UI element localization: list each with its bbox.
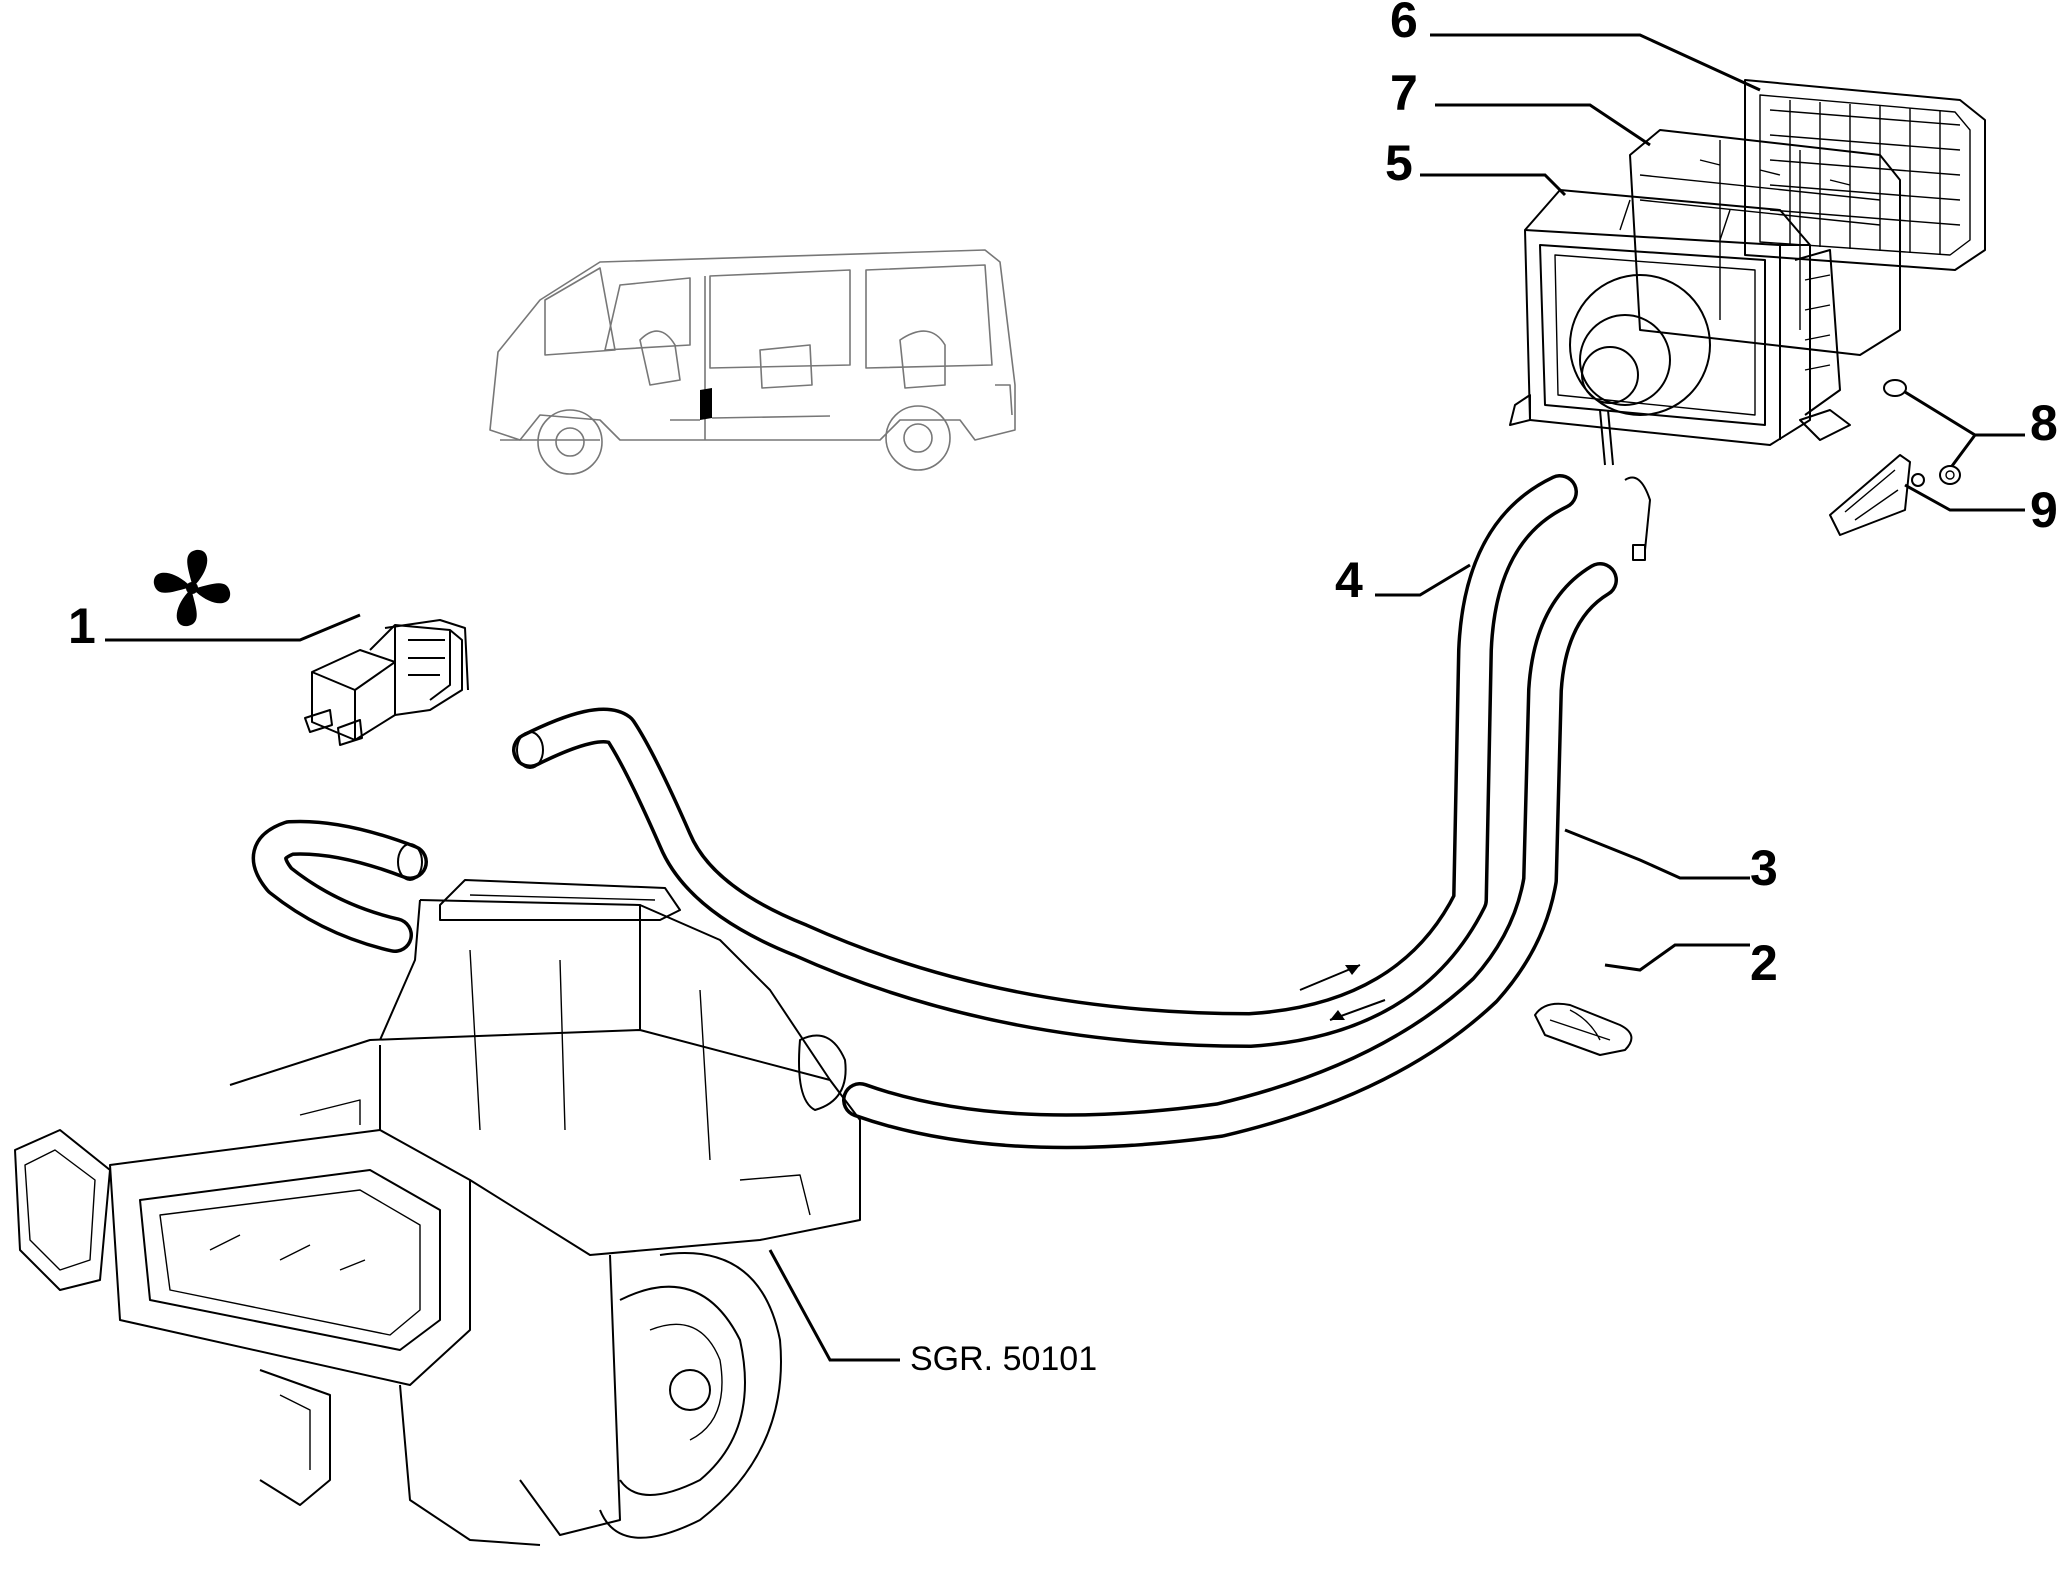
callout-8: 8 <box>2030 395 2058 451</box>
fan-icon <box>153 549 231 627</box>
rear-heater-part-5-blower <box>1509 189 1851 561</box>
hose-part-3 <box>842 562 1618 1150</box>
rear-heater-part-6-grille <box>1744 79 1986 271</box>
bracket-part-9 <box>1829 454 1925 536</box>
callout-4: 4 <box>1335 552 1363 608</box>
van-illustration <box>489 249 1016 475</box>
leader-lines <box>105 33 2025 1362</box>
heater-unit <box>14 879 861 1546</box>
callout-1: 1 <box>68 598 96 654</box>
clip-part-2 <box>1534 1002 1633 1056</box>
rear-heater-part-7-housing <box>1629 129 1901 356</box>
reference-label: SGR. 50101 <box>910 1340 1097 1378</box>
nut-part-8 <box>1883 379 1961 485</box>
callout-3: 3 <box>1750 840 1778 896</box>
callout-5: 5 <box>1385 135 1413 191</box>
callout-7: 7 <box>1390 65 1418 121</box>
callout-labels: 1 2 3 4 5 6 7 8 9 SGR. 50101 <box>68 0 2058 1378</box>
callout-2: 2 <box>1750 935 1778 991</box>
fan-switch-part <box>304 619 469 746</box>
callout-9: 9 <box>2030 482 2058 538</box>
callout-6: 6 <box>1390 0 1418 48</box>
hose-part-4 <box>512 474 1578 1048</box>
flow-arrows <box>1299 964 1386 1021</box>
short-hose-left <box>251 819 428 953</box>
